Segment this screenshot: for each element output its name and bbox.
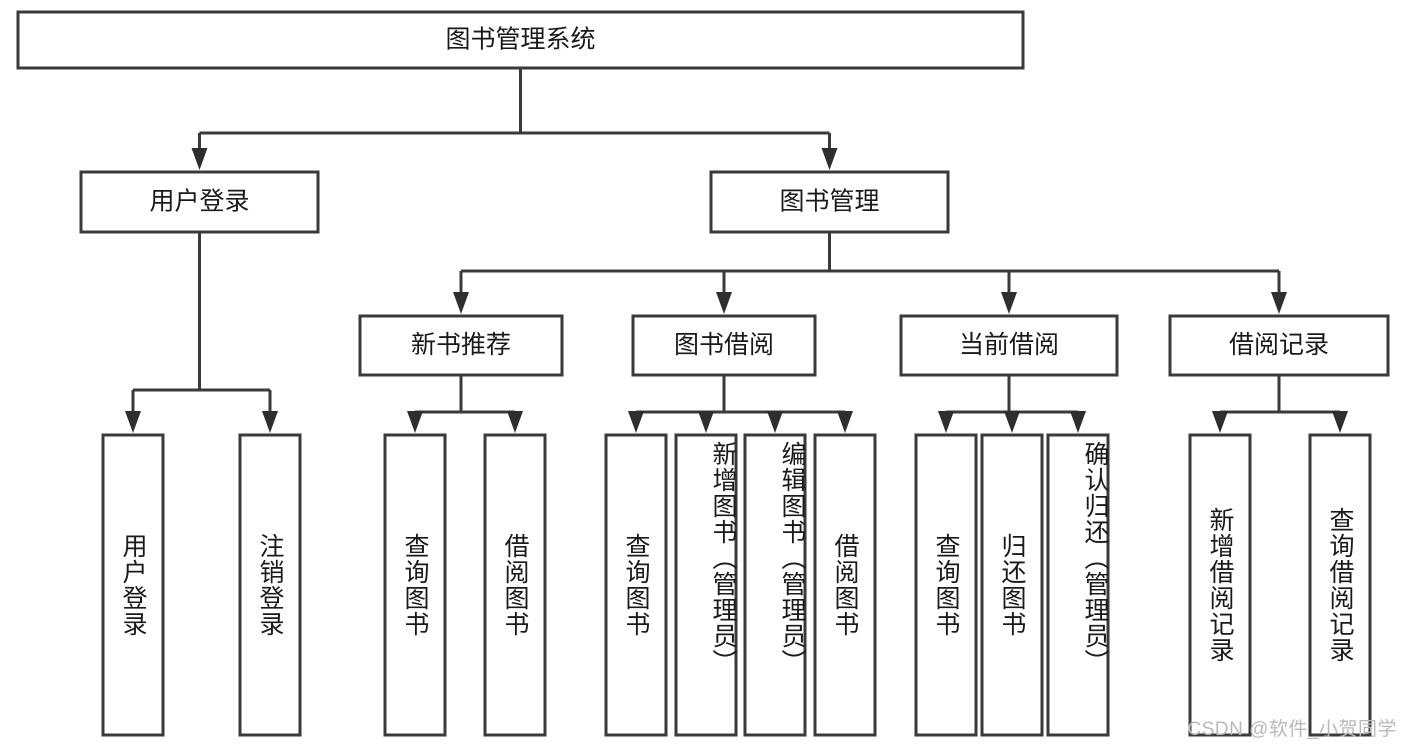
node-box-current-borrow: [899, 314, 1119, 377]
arrow-head-icon: [938, 411, 954, 433]
arrow-head-icon: [628, 411, 644, 433]
arrow-head-icon: [191, 148, 208, 170]
node-box-user-login: [79, 170, 320, 234]
arrow-head-icon: [1004, 411, 1020, 433]
arrow-head-icon: [1001, 292, 1017, 314]
node-box-leaf-user-login: [101, 433, 165, 737]
node-box-borrow-record: [1168, 314, 1390, 377]
node-box-leaf-add-borrow-record: [1188, 433, 1252, 737]
node-box-leaf-confirm-return-admin: [1046, 433, 1110, 737]
arrow-head-icon: [262, 411, 278, 433]
arrow-head-icon: [407, 411, 423, 433]
node-box-leaf-return-book: [980, 433, 1044, 737]
node-label-borrow-record: 借阅记录: [1229, 331, 1329, 359]
node-label-root: 图书管理系统: [445, 26, 595, 54]
node-label-book-borrow: 图书借阅: [674, 331, 774, 359]
arrow-head-icon: [821, 148, 838, 170]
node-label-current-borrow: 当前借阅: [959, 331, 1059, 359]
arrow-head-icon: [1271, 292, 1287, 314]
node-label-user-login: 用户登录: [149, 188, 249, 216]
node-box-new-book-rec: [358, 314, 564, 377]
arrow-head-icon: [1332, 411, 1348, 433]
node-box-root: [16, 10, 1025, 70]
node-box-leaf-query-book-cur: [914, 433, 978, 737]
arrow-head-icon: [453, 292, 469, 314]
arrow-head-icon: [767, 411, 783, 433]
arrow-head-icon: [125, 411, 141, 433]
boxes-layer: [16, 10, 1390, 737]
connectors-layer: [125, 68, 1348, 433]
node-box-leaf-edit-book-admin: [743, 433, 807, 737]
csdn-watermark: CSDN @软件_小贺同学: [1187, 719, 1397, 740]
node-box-leaf-logout: [238, 433, 302, 737]
node-label-book-manage: 图书管理: [779, 188, 879, 216]
node-box-leaf-borrow-book: [813, 433, 877, 737]
node-box-leaf-query-book-rec: [383, 433, 447, 737]
arrow-head-icon: [507, 411, 523, 433]
arrow-head-icon: [1212, 411, 1228, 433]
node-label-new-book-rec: 新书推荐: [411, 331, 511, 359]
node-box-leaf-query-borrow-record: [1308, 433, 1372, 737]
arrow-head-icon: [716, 292, 732, 314]
arrow-head-icon: [1070, 411, 1086, 433]
arrow-head-icon: [837, 411, 853, 433]
node-box-book-manage: [709, 170, 950, 234]
node-box-leaf-borrow-book-rec: [483, 433, 547, 737]
arrow-head-icon: [698, 411, 714, 433]
node-box-book-borrow: [631, 314, 817, 377]
node-box-leaf-query-book-borrow: [604, 433, 668, 737]
node-box-leaf-add-book-admin: [674, 433, 738, 737]
